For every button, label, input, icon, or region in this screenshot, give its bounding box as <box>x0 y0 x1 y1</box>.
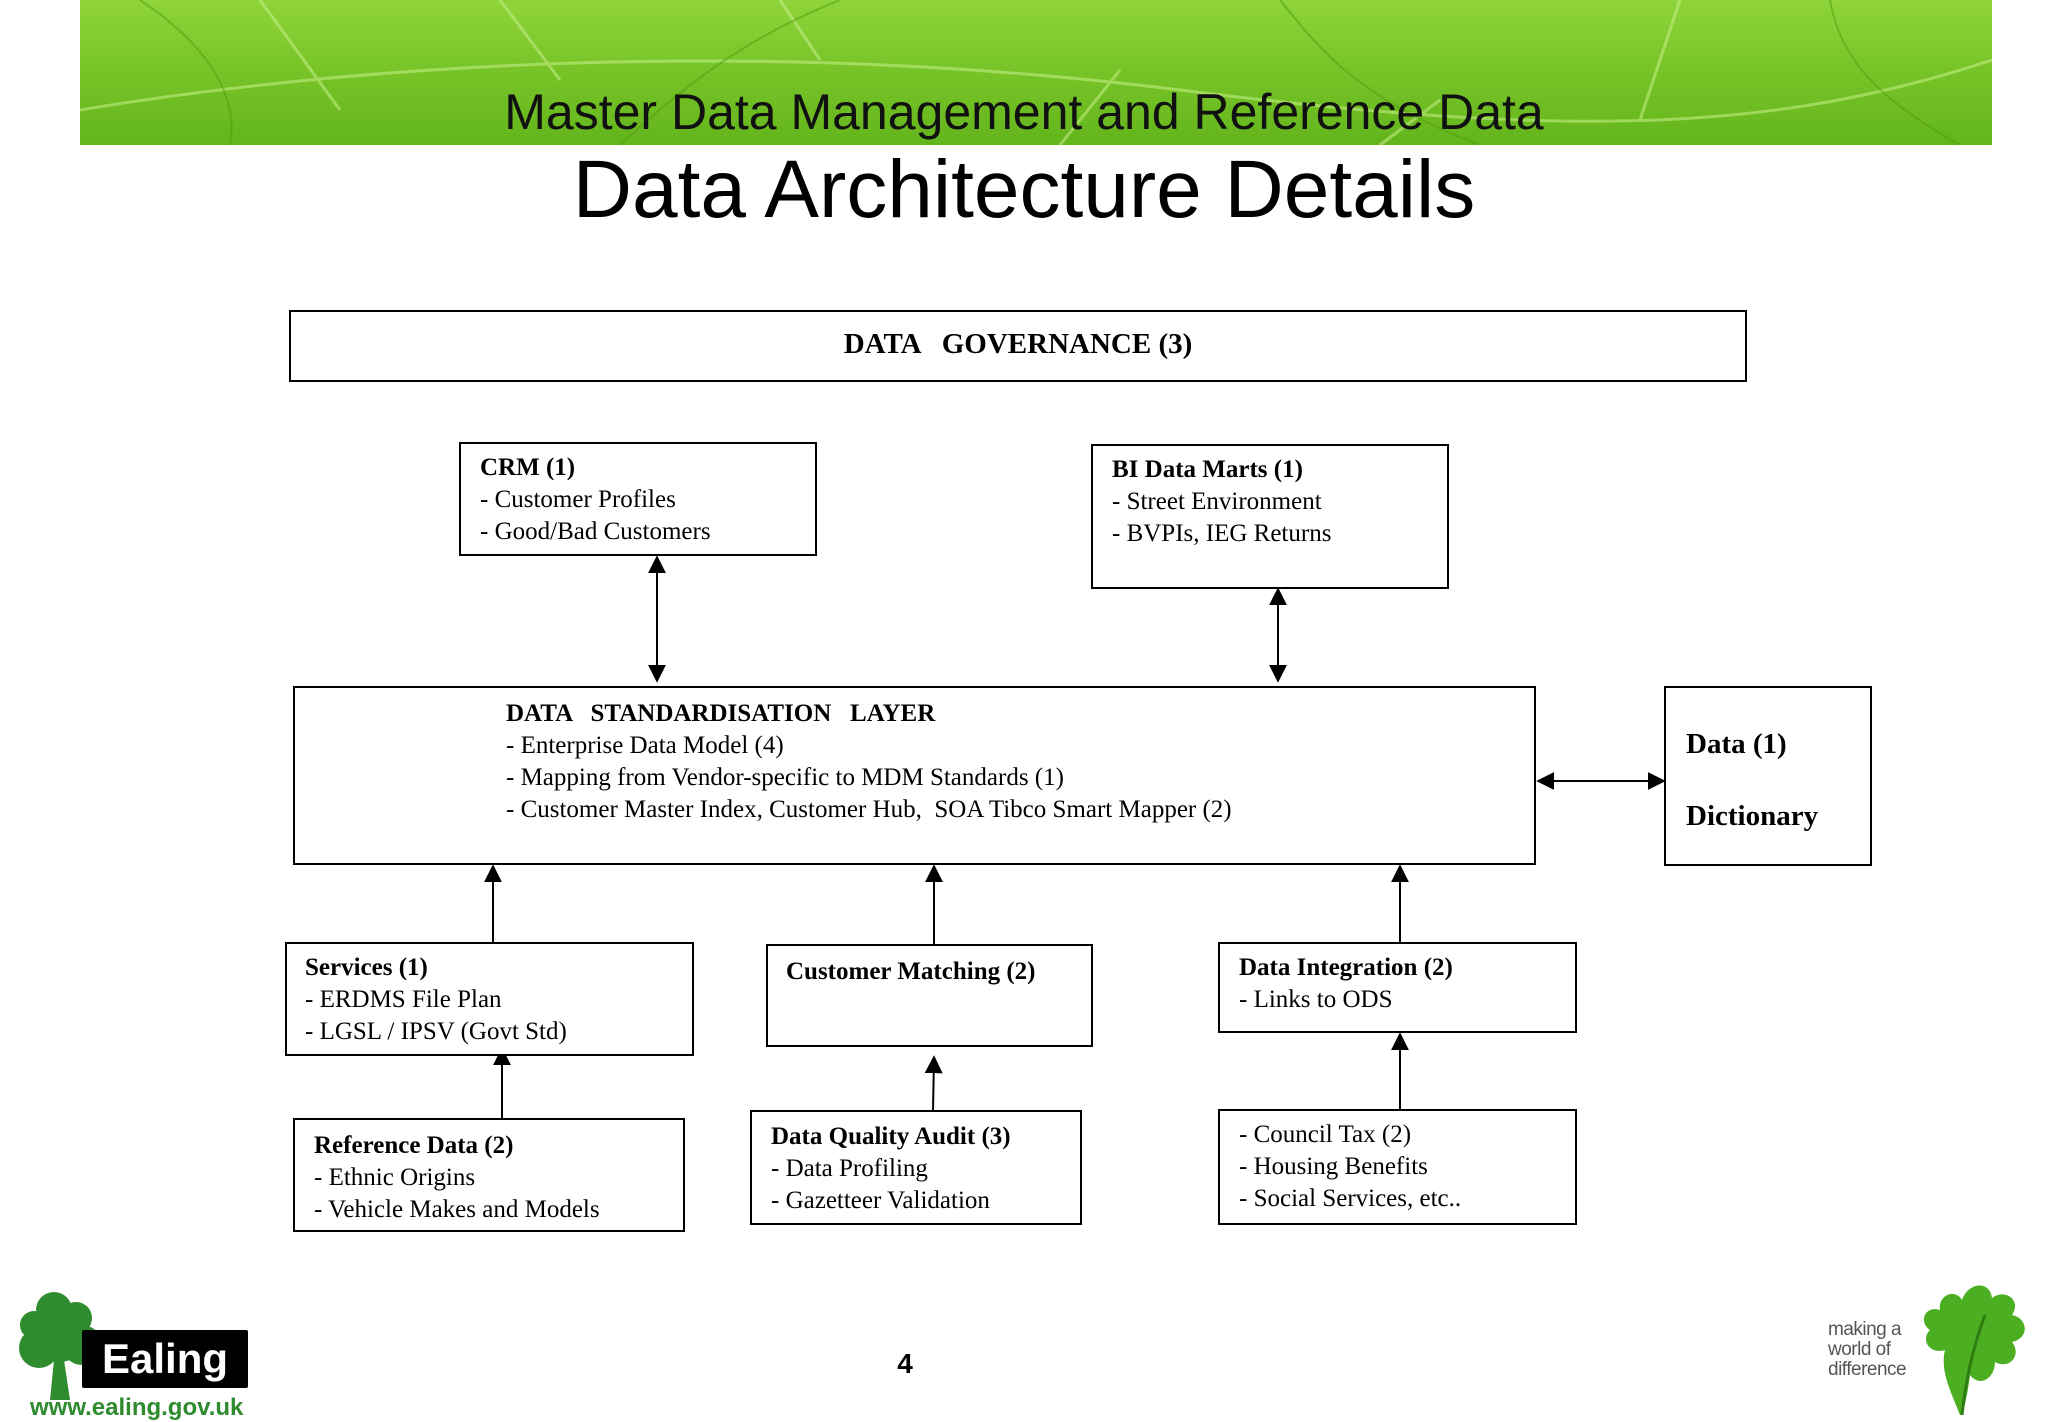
arrow-quality-matching <box>924 1055 943 1112</box>
data-dictionary-box: Data (1) Dictionary <box>1664 686 1872 866</box>
integration-heading: Data Integration (2) <box>1239 954 1453 981</box>
crm-heading: CRM (1) <box>480 454 576 481</box>
bi-line: - Street Environment <box>1112 488 1322 515</box>
reference-data-box: Reference Data (2) - Ethnic Origins - Ve… <box>293 1118 685 1232</box>
crm-line: - Good/Bad Customers <box>480 518 711 545</box>
data-governance-label: DATA GOVERNANCE (3) <box>843 328 1193 360</box>
slide-subtitle: Master Data Management and Reference Dat… <box>504 84 1544 140</box>
quality-line: - Data Profiling <box>771 1155 928 1182</box>
reference-line: - Ethnic Origins <box>314 1164 476 1191</box>
reference-heading: Reference Data (2) <box>314 1132 514 1159</box>
quality-line: - Gazetteer Validation <box>771 1187 990 1214</box>
data-quality-audit-box: Data Quality Audit (3) - Data Profiling … <box>750 1110 1082 1225</box>
integration-line: - Links to ODS <box>1239 986 1393 1013</box>
source-line: - Housing Benefits <box>1239 1153 1428 1180</box>
oak-leaf-logo-icon <box>1923 1285 2025 1416</box>
ealing-url-link[interactable]: www.ealing.gov.uk <box>30 1394 244 1421</box>
bi-data-marts-box: BI Data Marts (1) - Street Environment -… <box>1091 444 1449 589</box>
crm-line: - Customer Profiles <box>480 486 676 513</box>
dictionary-line1: Data (1) <box>1686 728 1787 760</box>
ealing-logo-text: Ealing <box>82 1330 248 1388</box>
customer-matching-box: Customer Matching (2) <box>766 944 1093 1047</box>
slide-title: Data Architecture Details <box>572 144 1476 235</box>
dsl-line: - Customer Master Index, Customer Hub, S… <box>506 796 1232 823</box>
services-line: - LGSL / IPSV (Govt Std) <box>305 1018 567 1045</box>
bi-heading: BI Data Marts (1) <box>1112 456 1303 483</box>
crm-box: CRM (1) - Customer Profiles - Good/Bad C… <box>459 442 817 556</box>
data-governance-box: DATA GOVERNANCE (3) <box>289 310 1747 382</box>
services-box: Services (1) - ERDMS File Plan - LGSL / … <box>285 942 694 1056</box>
dsl-line: - Enterprise Data Model (4) <box>506 732 784 759</box>
source-systems-box: - Council Tax (2) - Housing Benefits - S… <box>1218 1109 1577 1225</box>
data-integration-box: Data Integration (2) - Links to ODS <box>1218 942 1577 1033</box>
bi-line: - BVPIs, IEG Returns <box>1112 520 1332 547</box>
services-heading: Services (1) <box>305 954 428 981</box>
reference-line: - Vehicle Makes and Models <box>314 1196 600 1223</box>
dsl-heading: DATA STANDARDISATION LAYER <box>506 700 936 727</box>
header-banner <box>80 0 1992 145</box>
dsl-line: - Mapping from Vendor-specific to MDM St… <box>506 764 1064 791</box>
dictionary-line2: Dictionary <box>1686 800 1819 832</box>
tagline-text: making a world of difference <box>1828 1319 1907 1380</box>
quality-heading: Data Quality Audit (3) <box>771 1123 1011 1150</box>
source-line: - Social Services, etc.. <box>1239 1185 1462 1212</box>
matching-heading: Customer Matching (2) <box>786 958 1036 985</box>
data-standardisation-layer-box: DATA STANDARDISATION LAYER - Enterprise … <box>293 686 1536 865</box>
services-line: - ERDMS File Plan <box>305 986 502 1013</box>
page-number: 4 <box>897 1348 913 1379</box>
leaf-texture-image <box>80 0 1992 145</box>
source-line: - Council Tax (2) <box>1239 1121 1412 1148</box>
